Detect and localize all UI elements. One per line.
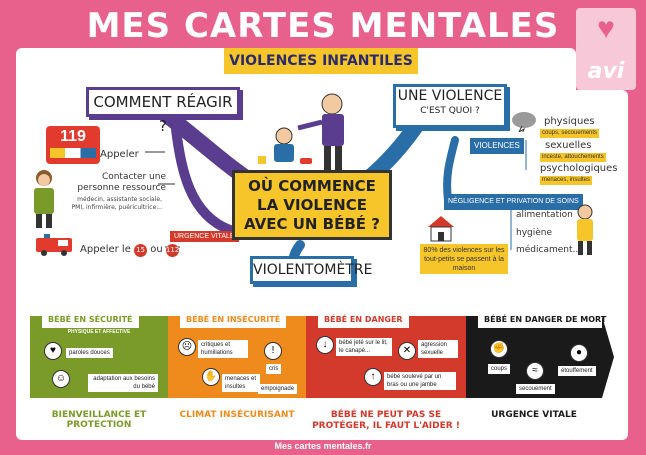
throw-icon: ↓ (316, 336, 334, 354)
number-112[interactable]: 112 (165, 244, 179, 257)
call-text: Appeler (100, 149, 139, 160)
psycho-tag: menaces, insultes (540, 176, 593, 185)
physiques-text: physiques (544, 116, 595, 127)
badge-stripes (50, 148, 96, 158)
page-title: MES CARTES MENTALES (86, 6, 560, 46)
home-statistic: 80% des violences sur les tout-petits se… (420, 244, 508, 274)
phone-119-badge: 119 (46, 126, 100, 164)
adult-child-illustration (258, 93, 344, 170)
storm-cloud-icon (512, 112, 536, 132)
urgent-tag: URGENCE VITALE (170, 231, 239, 242)
avi-logo[interactable]: ♥ avi (576, 8, 636, 90)
footer-link[interactable]: Mes cartes mentales.fr (274, 441, 372, 451)
shout-icon: ☹ (178, 338, 196, 356)
call-urgent: Appeler le 15 ou 112 (80, 244, 180, 257)
hit-icon: ✊ (490, 340, 508, 358)
scale-red: BÉBÉ EN DANGER ↓ bébé jeté sur le lit, l… (306, 312, 466, 398)
central-question: OÙ COMMENCE LA VIOLENCE AVEC UN BÉBÉ ? (232, 170, 392, 240)
sexuelles-tag: inceste, attouchements (540, 153, 606, 162)
assault-icon: ✕ (398, 342, 416, 360)
red-footer: BÉBÉ NE PEUT PAS SE PROTÉGER, IL FAUT L'… (312, 410, 460, 431)
heart-hands-icon: ♥ (597, 12, 615, 45)
violences-label: VIOLENCES (470, 138, 524, 154)
suffocation-icon: ● (570, 344, 588, 362)
orange-footer: CLIMAT INSÉCURISANT (179, 410, 295, 420)
scale-black: BÉBÉ EN DANGER DE MORT ✊ coups ≈ secouem… (466, 312, 613, 398)
scale-green: BÉBÉ EN SÉCURITÉ PHYSIQUE ET AFFECTIVE ♥… (30, 312, 168, 398)
medicament-text: médicament... (516, 245, 582, 255)
what-is-violence-box: UNE VIOLENCE C'EST QUOI ? (393, 84, 507, 128)
contact-examples: médecin, assistante sociale, PMI, infirm… (71, 196, 162, 211)
scale-orange: BÉBÉ EN INSÉCURITÉ ☹ critiques et humili… (168, 312, 306, 398)
scale-arrow-head (602, 316, 614, 398)
threat-icon: ✋ (202, 368, 220, 386)
psycho-text: psychologiques (540, 163, 618, 174)
cry-icon: ! (264, 342, 282, 360)
baby-care-icon: ☺ (52, 370, 70, 388)
ambulance-icon (36, 234, 72, 256)
subtitle: VIOLENCES INFANTILES (224, 48, 418, 74)
hygiene-text: hygiène (516, 228, 553, 238)
shake-icon: ≈ (526, 362, 544, 380)
child-figure (577, 204, 593, 255)
nurse-figure (34, 170, 54, 228)
contact-text: Contacter une personne ressource (77, 172, 166, 193)
neglect-label: NÉGLIGENCE ET PRIVATION DE SOINS (444, 194, 583, 210)
black-footer: URGENCE VITALE (491, 410, 577, 420)
physiques-tag: coups, secouements (540, 129, 600, 138)
alimentation-text: alimentation (516, 210, 573, 220)
house-icon (428, 216, 454, 242)
heart-bubble-icon: ♥ (44, 342, 62, 360)
violentometre-box: VIOLENTOMÈTRE (250, 256, 372, 284)
lift-icon: ↑ (364, 368, 382, 386)
number-15[interactable]: 15 (134, 244, 148, 257)
violentometre-scale: BÉBÉ EN SÉCURITÉ PHYSIQUE ET AFFECTIVE ♥… (30, 312, 614, 398)
how-to-react-box: COMMENT RÉAGIR ? (86, 87, 240, 135)
green-footer: BIENVEILLANCE ET PROTECTION (51, 410, 147, 430)
sexuelles-text: sexuelles (545, 140, 592, 151)
